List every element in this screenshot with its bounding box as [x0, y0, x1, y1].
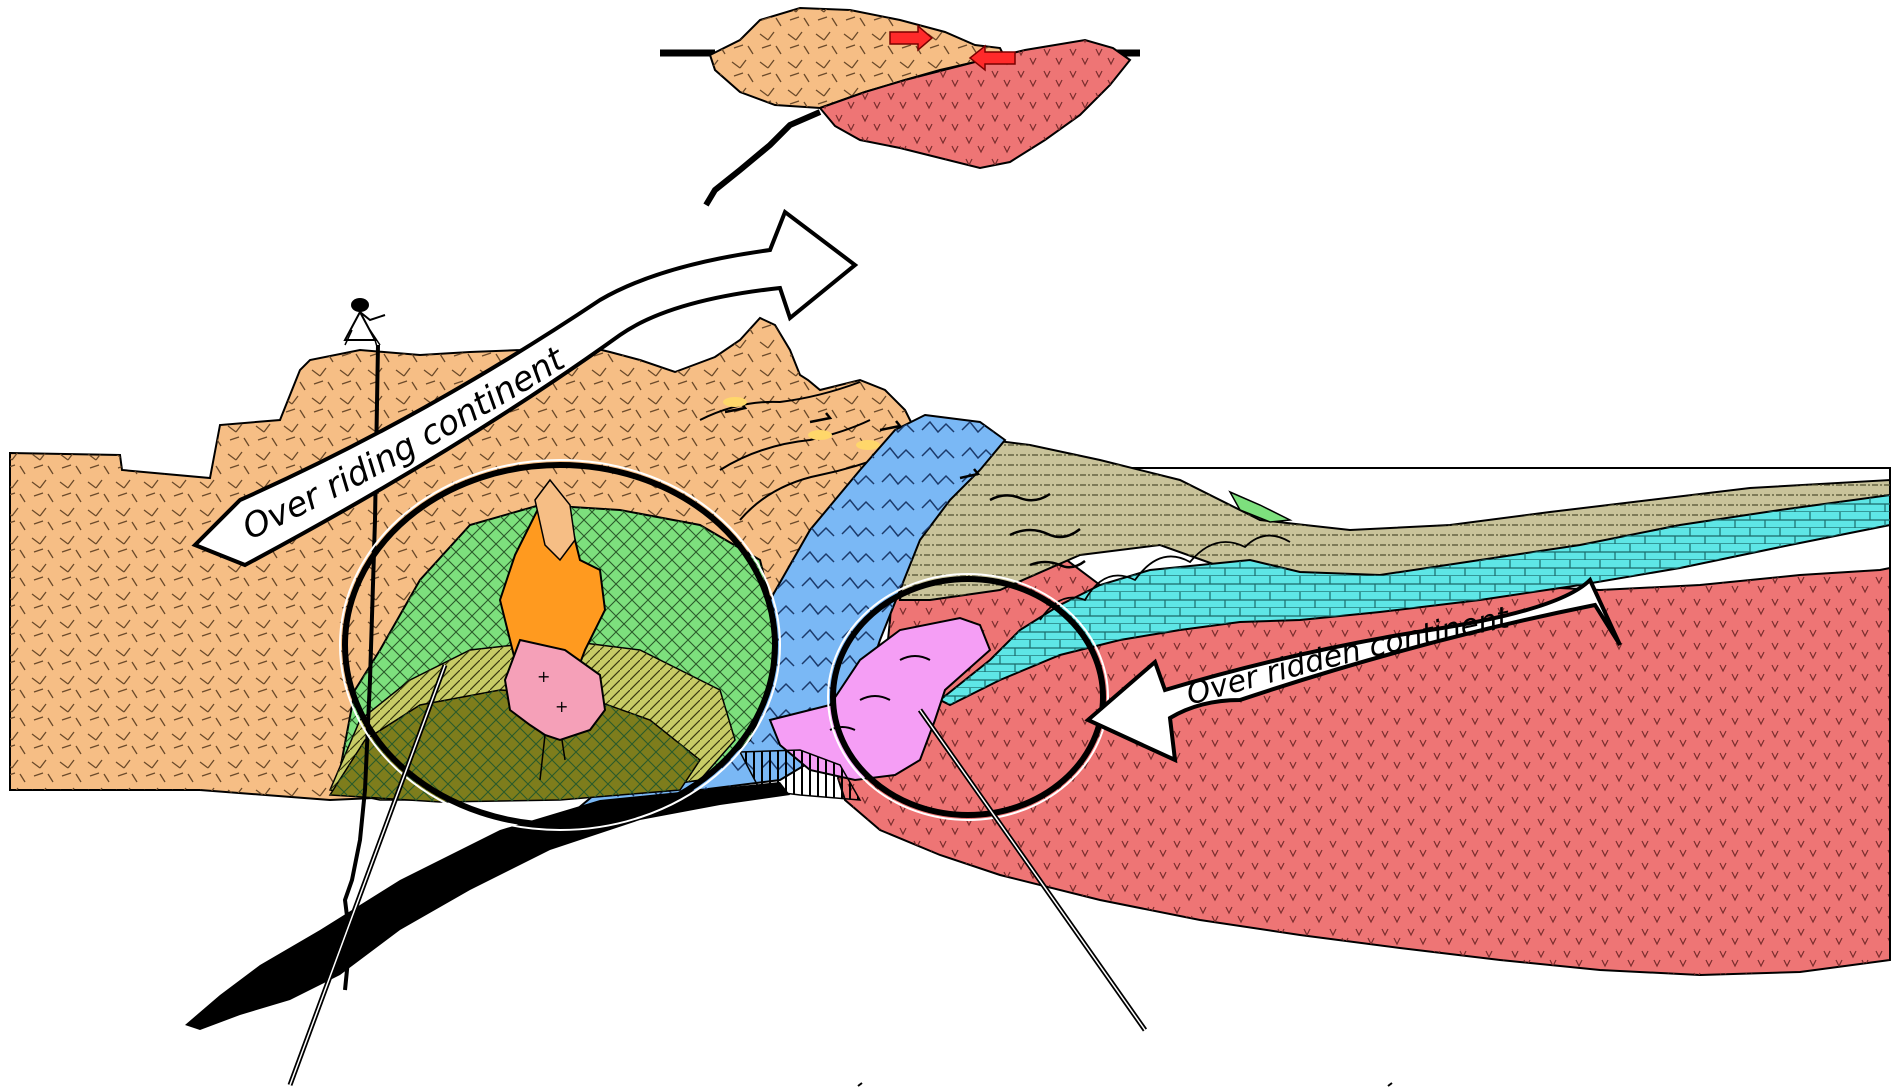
stray-marks	[858, 1083, 1392, 1086]
svg-text:+: +	[537, 667, 550, 686]
svg-text:+: +	[555, 697, 568, 716]
collision-inset	[660, 8, 1140, 205]
